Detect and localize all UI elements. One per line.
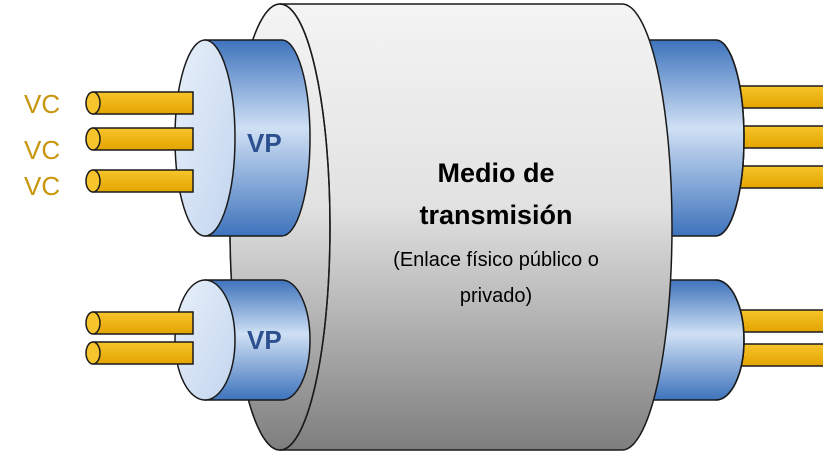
vp-tube-left-bottom	[174, 279, 311, 401]
wire-right-top-3	[739, 165, 823, 189]
vp-label-top: VP	[247, 128, 282, 158]
left-bottom-wires	[85, 311, 194, 365]
vc-label-1: VC	[24, 89, 60, 119]
vc-label-2: VC	[24, 135, 60, 165]
vp-label-bottom: VP	[247, 325, 282, 355]
vc-wire-5	[85, 341, 194, 365]
vc-wire-3	[85, 169, 194, 193]
vc-wire-4	[85, 311, 194, 335]
medium-subtitle-line1: (Enlace físico público o	[393, 249, 599, 271]
vp-tube-left-top	[174, 39, 311, 237]
vc-label-3: VC	[24, 171, 60, 201]
wire-right-bottom-2	[739, 343, 823, 367]
medium-subtitle-line2: privado)	[460, 285, 532, 307]
vp-face-left-bottom	[174, 279, 236, 401]
vc-wire-1	[85, 91, 194, 115]
wire-right-top-2	[739, 125, 823, 149]
right-wires	[739, 85, 823, 367]
wire-right-top-1	[739, 85, 823, 109]
medium-title-line1: Medio de	[437, 158, 554, 188]
wire-right-bottom-1	[739, 309, 823, 333]
medium-title-line2: transmisión	[419, 200, 572, 230]
vc-wire-2	[85, 127, 194, 151]
left-top-wires	[85, 91, 194, 193]
